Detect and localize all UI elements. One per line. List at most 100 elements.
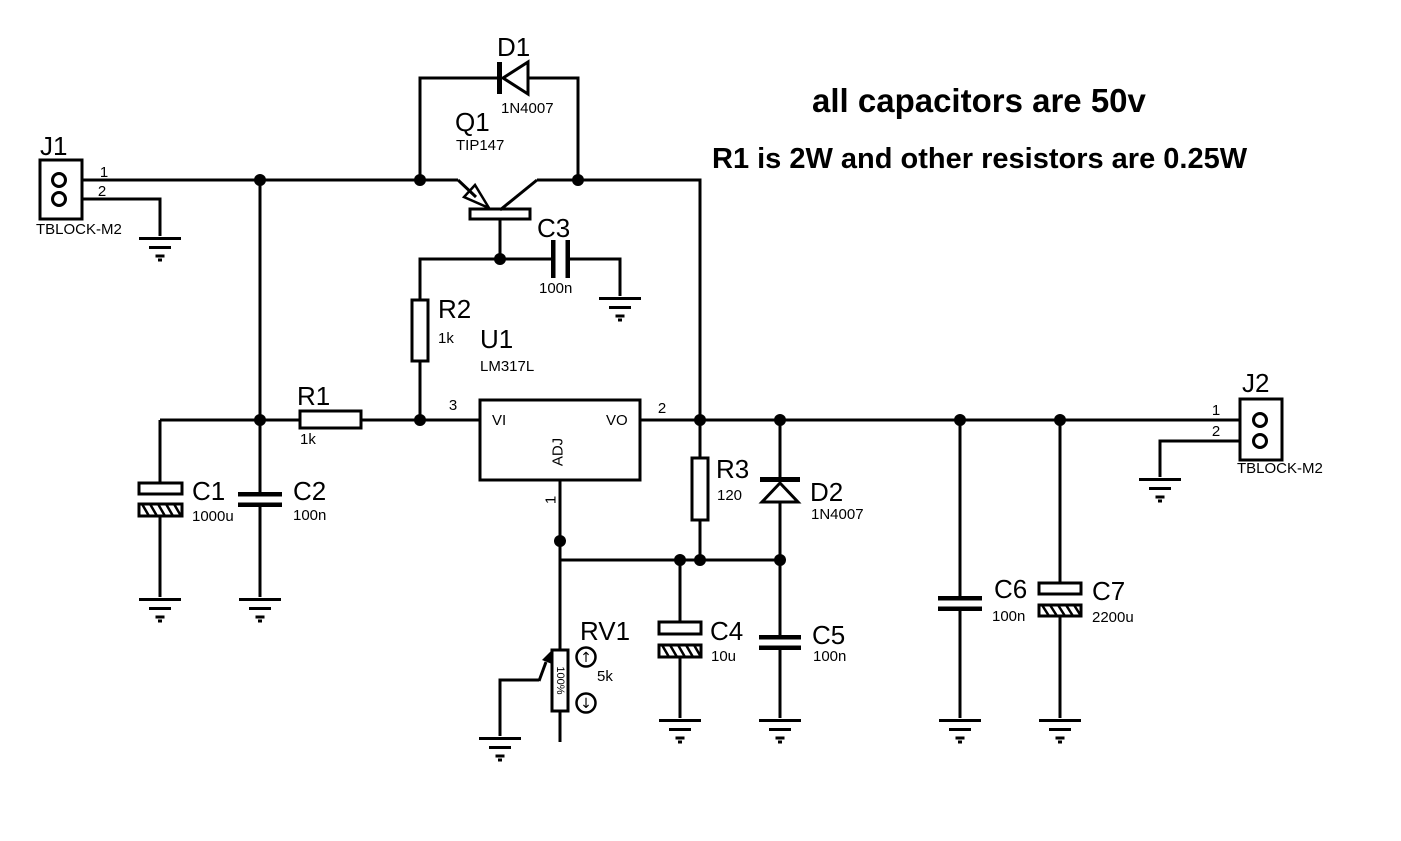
component-value: 100n: [293, 507, 326, 524]
component-u1[interactable]: U1 LM317L VI VO ADJ 3 2 1: [449, 324, 666, 504]
down-circle: [575, 692, 597, 714]
cap-plate-hatched: [1037, 603, 1083, 618]
component-value: 2200u: [1092, 609, 1134, 626]
junction-dots: [254, 174, 1066, 566]
component-r2[interactable]: R2 1k: [410, 294, 471, 363]
ground-symbol: [237, 598, 283, 623]
ic-body: [478, 398, 642, 482]
component-ref: D1: [497, 32, 530, 62]
pot-wiper-arrow-icon: [542, 650, 552, 664]
diode-cathode-bar: [760, 477, 800, 482]
connector-body: [38, 158, 84, 221]
junction-dot: [694, 414, 706, 426]
component-d1[interactable]: D1 1N4007: [497, 32, 554, 117]
wire-segment: [570, 257, 622, 296]
junction-dot: [1054, 414, 1066, 426]
pot-wiper-position: 100%: [554, 666, 566, 694]
wire-segment: [528, 76, 580, 180]
component-c3[interactable]: C3 100n: [537, 213, 572, 297]
component-r3[interactable]: R3 120: [690, 454, 749, 522]
resistor-body: [410, 298, 430, 363]
cap-plate: [238, 492, 282, 497]
component-ref: C5: [812, 620, 845, 650]
pin-number: 2: [1212, 423, 1220, 440]
pin-number: 3: [449, 397, 457, 414]
wire-segment: [418, 257, 551, 300]
pin-circle: [51, 172, 67, 188]
component-ref: R2: [438, 294, 471, 324]
wire-segment: [66, 197, 162, 236]
junction-dot: [254, 174, 266, 186]
component-ref: C4: [710, 616, 743, 646]
component-d2[interactable]: D2 1N4007: [758, 477, 864, 523]
cap-plate: [565, 240, 570, 278]
ground-symbol: [1037, 719, 1083, 744]
pin-circle: [1252, 412, 1268, 428]
collector-lead: [499, 178, 538, 212]
component-value: 1N4007: [501, 100, 554, 117]
diode-triangle: [758, 480, 802, 504]
cap-plate: [938, 606, 982, 611]
up-arrow-icon: ↑: [580, 650, 592, 666]
cap-plate-hatched: [657, 643, 703, 659]
cap-plate-hatched: [137, 502, 184, 518]
component-value: 120: [717, 487, 742, 504]
junction-dot: [572, 174, 584, 186]
wire-segment: [537, 178, 702, 420]
junction-dot: [774, 554, 786, 566]
component-c1[interactable]: C1 1000u: [137, 476, 234, 525]
resistor-body: [690, 456, 710, 522]
cap-plate: [238, 502, 282, 507]
wire-segment: [1158, 439, 1253, 477]
junction-dot: [694, 554, 706, 566]
cap-plate-positive: [1037, 581, 1083, 596]
component-ref: C3: [537, 213, 570, 243]
component-c5[interactable]: C5 100n: [759, 620, 846, 665]
ground-symbol: [477, 737, 523, 762]
pin-number: 1: [1212, 402, 1220, 419]
component-value: LM317L: [480, 358, 534, 375]
component-value: 1000u: [192, 508, 234, 525]
component-j2[interactable]: J2 1 2 TBLOCK-M2: [1212, 368, 1323, 477]
component-ref: U1: [480, 324, 513, 354]
port-name-vo: VO: [606, 412, 628, 429]
component-j1[interactable]: J1 1 2 TBLOCK-M2: [36, 131, 122, 238]
component-c7[interactable]: C7 2200u: [1037, 576, 1134, 626]
pot-increase-button[interactable]: ↑: [575, 646, 597, 668]
component-value: 1k: [300, 431, 316, 448]
ground-symbol: [937, 719, 983, 744]
junction-dot: [554, 535, 566, 547]
emitter-arrow-icon: [461, 182, 493, 211]
ground-symbol: [1137, 478, 1183, 503]
connector-body: [1238, 397, 1284, 462]
component-r1[interactable]: R1 1k: [297, 381, 363, 448]
component-rv1[interactable]: 100% ↑ ↓ RV1 5k: [537, 616, 630, 714]
junction-dot: [414, 414, 426, 426]
pot-decrease-button[interactable]: ↓: [575, 692, 597, 714]
pin-number: 1: [100, 164, 108, 181]
cap-plate: [759, 635, 801, 640]
pin-number: 1: [543, 496, 560, 504]
ground-symbol: [137, 598, 183, 623]
cap-plate-positive: [137, 481, 184, 496]
component-c6[interactable]: C6 100n: [938, 574, 1027, 625]
component-value: 10u: [711, 648, 736, 665]
pin-circle: [1252, 433, 1268, 449]
component-ref: D2: [810, 477, 843, 507]
component-value: TBLOCK-M2: [36, 221, 122, 238]
component-value: 1N4007: [811, 506, 864, 523]
component-ref: C7: [1092, 576, 1125, 606]
pin-number: 2: [98, 183, 106, 200]
emitter-lead: [456, 178, 478, 199]
port-name-adj: ADJ: [550, 438, 567, 466]
component-q1[interactable]: Q1 TIP147: [455, 107, 538, 259]
note-resistor-rating: R1 is 2W and other resistors are 0.25W: [712, 143, 1248, 175]
component-c2[interactable]: C2 100n: [238, 476, 326, 524]
component-value: TIP147: [456, 137, 504, 154]
base-bar: [468, 207, 532, 221]
junction-dot: [414, 174, 426, 186]
diode-cathode-bar: [497, 62, 502, 94]
pin-circle: [51, 191, 67, 207]
port-name-vi: VI: [492, 412, 506, 429]
component-c4[interactable]: C4 10u: [657, 616, 743, 665]
